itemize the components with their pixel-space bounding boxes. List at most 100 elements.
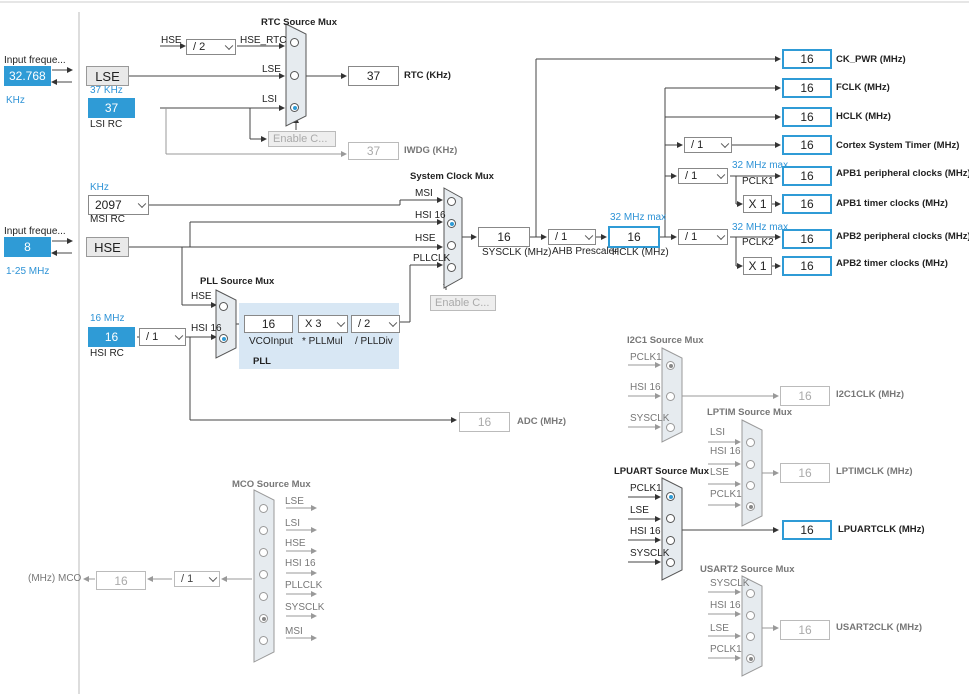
systimer-divider[interactable]: / 1 xyxy=(684,137,732,153)
apb2-prescaler[interactable]: / 1 xyxy=(678,229,728,245)
lpuart-mux-shape xyxy=(661,477,683,581)
lptim-input-lsi: LSI xyxy=(710,427,726,438)
sysclk-radio-hse[interactable] xyxy=(447,241,456,250)
hse-frequency-input[interactable]: 8 xyxy=(4,237,51,257)
sysclk-radio-hsi[interactable] xyxy=(447,219,456,228)
rtc-input-lse: LSE xyxy=(262,64,281,75)
lptim-radio-lsi[interactable] xyxy=(746,438,755,447)
lpuart-input-pclk1: PCLK1 xyxy=(630,483,662,494)
lpuart-value[interactable]: 16 xyxy=(782,520,832,540)
mco-radio-msi[interactable] xyxy=(259,636,268,645)
mco-input-msi: MSI xyxy=(285,626,303,637)
adc-value: 16 xyxy=(459,412,510,432)
usart2-input-lse: LSE xyxy=(710,623,729,634)
mco-radio-hse[interactable] xyxy=(259,548,268,557)
lptim-radio-pclk1[interactable] xyxy=(746,502,755,511)
hclk-out-value[interactable]: 16 xyxy=(782,107,832,127)
hclk-input[interactable]: 16 xyxy=(608,226,660,248)
apb2-value[interactable]: 16 xyxy=(782,229,832,249)
apb2-max: 32 MHz max xyxy=(732,222,789,233)
sysclk-radio-pllclk[interactable] xyxy=(447,263,456,272)
apb1-prescaler-value: / 1 xyxy=(685,170,698,182)
msi-range-select[interactable]: 2097 xyxy=(88,195,149,215)
hse-input-label: Input freque... xyxy=(4,226,66,237)
mco-input-hsi: HSI 16 xyxy=(285,558,316,569)
pll-vco-label: VCOInput xyxy=(249,336,293,347)
hse-block[interactable]: HSE xyxy=(86,237,129,257)
lpuart-input-lse: LSE xyxy=(630,505,649,516)
mco-radio-lsi[interactable] xyxy=(259,526,268,535)
pll-mux-title: PLL Source Mux xyxy=(200,276,275,287)
iwdg-value: 37 xyxy=(348,142,399,160)
chevron-down-icon xyxy=(208,573,218,583)
rtc-hse-divider-value: / 2 xyxy=(193,41,206,53)
rtc-radio-lsi[interactable] xyxy=(290,103,299,112)
apb1-value[interactable]: 16 xyxy=(782,166,832,186)
apb2-timer-value[interactable]: 16 xyxy=(782,256,832,276)
ahb-prescaler-select[interactable]: / 1 xyxy=(548,229,596,245)
pll-block xyxy=(239,303,399,369)
rtc-radio-hse[interactable] xyxy=(290,38,299,47)
usart2-radio-sysclk[interactable] xyxy=(746,589,755,598)
rtc-enable-button[interactable]: Enable C... xyxy=(268,131,336,147)
i2c1-radio-sysclk[interactable] xyxy=(666,423,675,432)
pll-mux-radio-hse[interactable] xyxy=(219,302,228,311)
chevron-down-icon xyxy=(716,231,726,241)
sysclk-enable-button[interactable]: Enable C... xyxy=(430,295,496,311)
usart2-input-pclk1: PCLK1 xyxy=(710,644,742,655)
apb1-timer-value[interactable]: 16 xyxy=(782,194,832,214)
apb2-pclk-label: PCLK2 xyxy=(742,237,774,248)
mco-divider[interactable]: / 1 xyxy=(174,571,220,587)
lpuart-radio-sysclk[interactable] xyxy=(666,558,675,567)
lptim-radio-lse[interactable] xyxy=(746,481,755,490)
hsi-value[interactable]: 16 xyxy=(88,327,135,347)
pll-mux-radio-hsi[interactable] xyxy=(219,334,228,343)
mco-input-pllclk: PLLCLK xyxy=(285,580,323,591)
usart2-input-sysclk: SYSCLK xyxy=(710,578,750,589)
usart2-mux-title: USART2 Source Mux xyxy=(700,564,795,575)
lpuart-mux-title: LPUART Source Mux xyxy=(614,466,710,477)
pll-mul-value: X 3 xyxy=(305,318,322,330)
usart2-radio-hsi[interactable] xyxy=(746,611,755,620)
apb2-label: APB2 peripheral clocks (MHz) xyxy=(836,231,969,242)
mco-radio-lse[interactable] xyxy=(259,504,268,513)
lpuart-radio-pclk1[interactable] xyxy=(666,492,675,501)
pll-div-select[interactable]: / 2 xyxy=(351,315,400,333)
lptim-radio-hsi[interactable] xyxy=(746,460,755,469)
rtc-value: 37 xyxy=(348,66,399,86)
i2c1-radio-hsi[interactable] xyxy=(666,392,675,401)
apb2-timer-mul: X 1 xyxy=(743,257,772,275)
fclk-value[interactable]: 16 xyxy=(782,78,832,98)
rtc-hse-divider[interactable]: / 2 xyxy=(186,39,236,55)
rtc-input-hse-rtc: HSE_RTC xyxy=(240,35,287,46)
mco-radio-hsi[interactable] xyxy=(259,570,268,579)
mco-radio-sysclk[interactable] xyxy=(259,614,268,623)
mco-label: (MHz) MCO xyxy=(28,573,82,584)
i2c1-input-sysclk: SYSCLK xyxy=(630,413,670,424)
sysclk-radio-msi[interactable] xyxy=(447,197,456,206)
pll-mul-label: * PLLMul xyxy=(302,336,343,347)
systimer-value[interactable]: 16 xyxy=(782,135,832,155)
apb2-prescaler-value: / 1 xyxy=(685,231,698,243)
lsi-value[interactable]: 37 xyxy=(88,98,135,118)
usart2-radio-pclk1[interactable] xyxy=(746,654,755,663)
lpuart-radio-hsi[interactable] xyxy=(666,536,675,545)
ahb-prescaler-value: / 1 xyxy=(555,231,568,243)
lptim-input-hsi: HSI 16 xyxy=(710,446,741,457)
pll-mul-select[interactable]: X 3 xyxy=(298,315,348,333)
lptim-mux-title: LPTIM Source Mux xyxy=(707,407,792,418)
lse-frequency-input[interactable]: 32.768 xyxy=(4,66,51,86)
sysclk-input-msi: MSI xyxy=(415,188,433,199)
usart2-radio-lse[interactable] xyxy=(746,632,755,641)
mco-radio-pllclk[interactable] xyxy=(259,592,268,601)
usart2-mux-shape xyxy=(741,575,763,677)
i2c1-radio-pclk1[interactable] xyxy=(666,361,675,370)
rtc-radio-lse[interactable] xyxy=(290,71,299,80)
lse-block[interactable]: LSE xyxy=(86,66,129,86)
sysclk-value: 16 xyxy=(478,227,530,247)
apb1-prescaler[interactable]: / 1 xyxy=(678,168,728,184)
lpuart-radio-lse[interactable] xyxy=(666,514,675,523)
hsi-divider[interactable]: / 1 xyxy=(139,328,186,346)
apb1-timer-label: APB1 timer clocks (MHz) xyxy=(836,198,948,209)
ck-pwr-value[interactable]: 16 xyxy=(782,49,832,69)
